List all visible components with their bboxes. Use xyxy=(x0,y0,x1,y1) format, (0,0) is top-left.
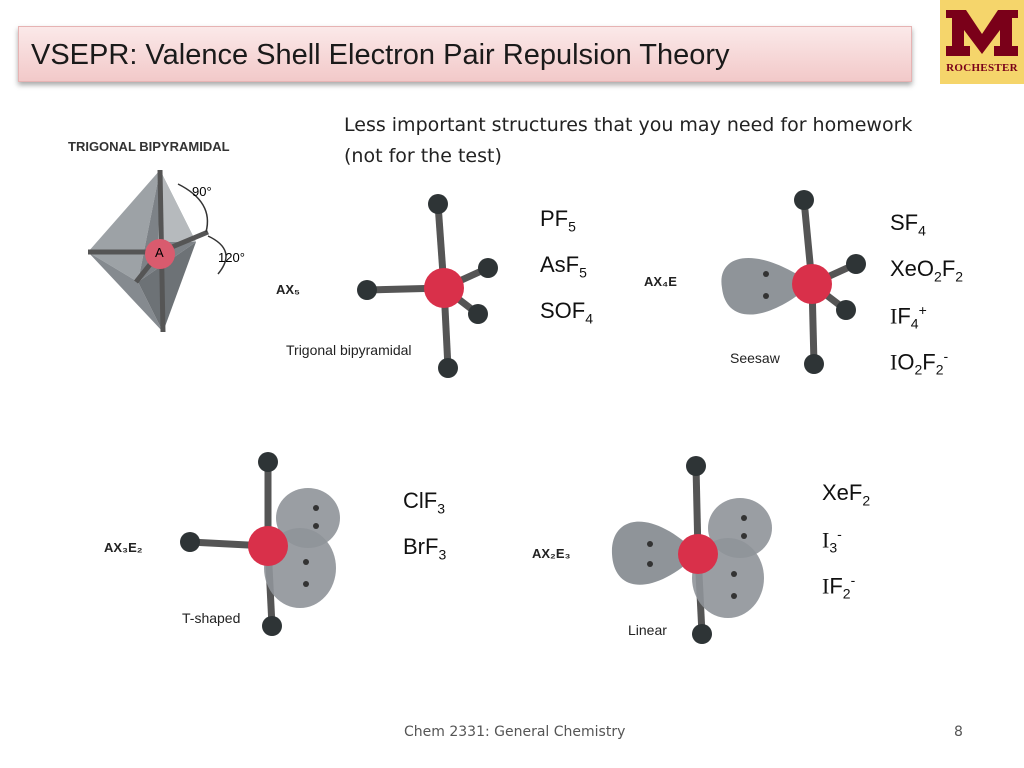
formula-sf4: SF4 xyxy=(890,210,926,239)
formula-xeo2f2: XeO2F2 xyxy=(890,256,964,285)
slide-title: VSEPR: Valence Shell Electron Pair Repul… xyxy=(31,39,730,71)
logo-text: ROCHESTER xyxy=(946,62,1018,74)
ax3e2-molecule xyxy=(180,452,340,636)
m-logo-icon xyxy=(946,10,1018,56)
bipyramid-drawing xyxy=(88,169,227,333)
formula-pf5: PF5 xyxy=(540,206,576,235)
center-atom-label: A xyxy=(155,245,164,260)
formula-if4-plus: IF4+ xyxy=(890,302,927,332)
ax5-molecule xyxy=(357,194,498,378)
title-bar: VSEPR: Valence Shell Electron Pair Repul… xyxy=(18,26,912,82)
ax5-caption: Trigonal bipyramidal xyxy=(286,342,412,358)
panel-ax4e: AX₄E Seesaw xyxy=(636,184,876,384)
note-line-2: (not for the test) xyxy=(344,145,502,167)
ax4e-molecule xyxy=(721,190,866,374)
ax2e3-caption: Linear xyxy=(628,622,667,638)
trigonal-bipyramidal-figure: TRIGONAL BIPYRAMIDAL A 90° 120° xyxy=(18,132,288,347)
formula-asf5: AsF5 xyxy=(540,252,587,281)
panel-ax2e3: AX₂E₃ Linear xyxy=(530,446,790,652)
university-logo: ROCHESTER xyxy=(940,0,1024,84)
ax5-label: AX₅ xyxy=(276,282,301,297)
formula-if2-minus: IF2- xyxy=(822,572,856,602)
angle-120-label: 120° xyxy=(218,250,245,265)
formula-i3-minus: I3- xyxy=(822,526,842,556)
formula-xef2: XeF2 xyxy=(822,480,871,509)
ax2e3-molecule xyxy=(611,456,772,644)
formula-clf3: ClF3 xyxy=(403,488,446,517)
formula-brf3: BrF3 xyxy=(403,534,447,563)
footer-course: Chem 2331: General Chemistry xyxy=(404,724,626,740)
formula-io2f2-minus: IO2F2- xyxy=(890,348,949,378)
panel-ax3e2: AX₃E₂ T-shaped xyxy=(100,446,360,646)
ax4e-label: AX₄E xyxy=(644,274,677,289)
page-number: 8 xyxy=(954,724,963,740)
ax3e2-caption: T-shaped xyxy=(182,610,241,626)
figure-heading: TRIGONAL BIPYRAMIDAL xyxy=(68,139,230,154)
ax2e3-label: AX₂E₃ xyxy=(532,546,571,561)
ax4e-caption: Seesaw xyxy=(730,350,780,366)
panel-ax5: AX₅ Trigonal bipyramidal xyxy=(272,184,512,384)
formula-sof4: SOF4 xyxy=(540,298,594,327)
ax3e2-label: AX₃E₂ xyxy=(104,540,143,555)
angle-90-label: 90° xyxy=(192,184,212,199)
homework-note: Less important structures that you may n… xyxy=(344,110,912,172)
note-line-1: Less important structures that you may n… xyxy=(344,114,913,136)
